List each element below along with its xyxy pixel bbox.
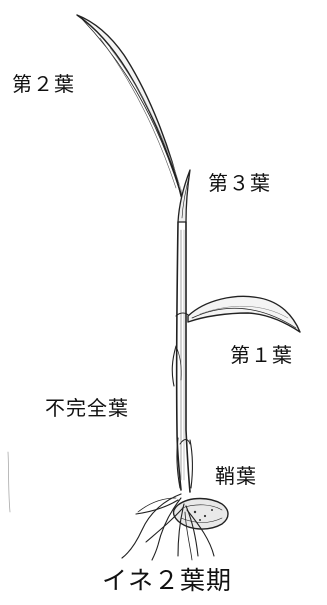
coleoptile	[176, 437, 193, 489]
seed	[172, 497, 229, 530]
label-first-leaf: 第１葉	[230, 343, 293, 367]
third-leaf	[177, 169, 191, 223]
label-coleoptile: 鞘葉	[215, 464, 257, 488]
label-second-leaf: 第２葉	[12, 72, 75, 96]
stem	[175, 221, 191, 493]
figure-caption: イネ２葉期	[102, 566, 233, 595]
stray-mark	[7, 451, 11, 513]
label-third-leaf: 第３葉	[208, 171, 271, 195]
incomplete-leaf	[171, 345, 182, 387]
roots	[121, 493, 215, 561]
label-incomplete-leaf: 不完全葉	[45, 396, 129, 420]
first-leaf	[187, 295, 301, 333]
second-leaf	[76, 14, 184, 201]
